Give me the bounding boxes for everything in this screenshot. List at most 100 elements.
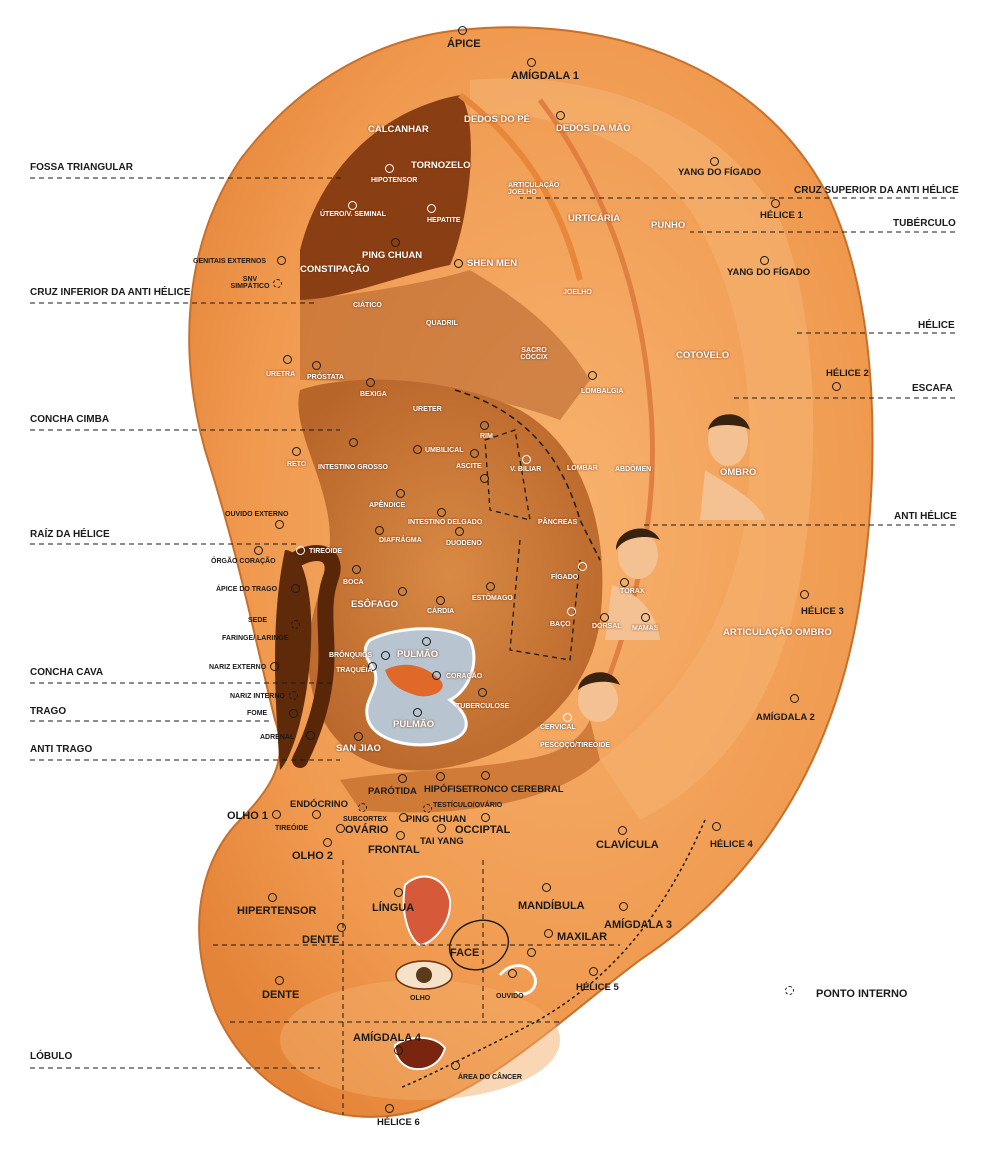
label-coracao: CORAÇÃO	[446, 673, 483, 680]
label-amigdala-1: AMÍGDALA 1	[511, 70, 580, 82]
point-tuberculose	[478, 688, 487, 697]
label-helice-5: HÉLICE 5	[576, 982, 619, 993]
point-umbilical	[413, 445, 422, 454]
label-duodeno: DUODENO	[446, 540, 482, 547]
point-esofago	[398, 587, 407, 596]
label-bexiga: BEXIGA	[360, 391, 387, 398]
point-yang-figado-1	[710, 157, 719, 166]
label-ascite: ASCITE	[456, 463, 482, 470]
point-estomago	[486, 582, 495, 591]
point-helice-1	[771, 199, 780, 208]
point-cervical	[563, 713, 572, 722]
label-amigdala-4: AMÍGDALA 4	[353, 1032, 422, 1044]
label-tuberculose: TUBERCULOSE	[456, 703, 510, 710]
point-figado	[578, 562, 587, 571]
point-coracao	[432, 671, 441, 680]
label-punho: PUNHO	[651, 220, 686, 231]
point-apendice	[396, 489, 405, 498]
label-lombar: LOMBAR	[567, 465, 598, 472]
label-estomago: ESTÔMAGO	[472, 595, 513, 602]
point-amigdala-3	[619, 902, 628, 911]
zone-escafa: ESCAFA	[912, 383, 953, 394]
label-amigdala-3: AMÍGDALA 3	[604, 919, 673, 931]
label-reto: RETO	[287, 461, 307, 468]
label-shen-men: SHEN MEN	[467, 258, 518, 269]
label-umbilical: UMBILICAL	[425, 447, 464, 454]
label-intestino-delgado: INTESTINO DELGADO	[408, 519, 483, 526]
point-maxilar	[544, 929, 553, 938]
label-yang-figado-1: YANG DO FÍGADO	[678, 167, 762, 178]
label-san-jiao: SAN JIAO	[336, 743, 381, 754]
point-helice-6	[385, 1104, 394, 1113]
label-ovario: OVÁRIO	[345, 824, 389, 836]
point-duodeno	[455, 527, 464, 536]
label-pulmao-1: PULMÃO	[397, 649, 439, 660]
point-dedos-mao	[556, 111, 565, 120]
label-sacro: SACRO CÓCCIX	[520, 347, 548, 361]
zone-cruz-inferior: CRUZ INFERIOR DA ANTI HÉLICE	[30, 287, 191, 298]
point-clavicula	[618, 826, 627, 835]
point-hipertensor	[268, 893, 277, 902]
label-olho-1: OLHO 1	[227, 810, 268, 822]
zone-anti-helice: ANTI HÉLICE	[894, 511, 957, 522]
label-hepatite: HEPATITE	[427, 217, 461, 224]
zone-lobulo: LÓBULO	[30, 1051, 73, 1062]
label-uretra: URETRA	[266, 371, 296, 378]
label-ping-chuan-1: PING CHUAN	[362, 250, 423, 261]
label-calcanhar: CALCANHAR	[368, 124, 429, 135]
point-amigdala-1	[527, 58, 536, 67]
label-lombalgia: LOMBALGIA	[581, 388, 624, 395]
label-utero: ÚTERO/V. SEMINAL	[320, 211, 386, 218]
point-yang-figado-2	[760, 256, 769, 265]
label-joelho: JOELHO	[563, 289, 592, 296]
label-helice-6: HÉLICE 6	[377, 1117, 420, 1128]
label-ciatico: CIÁTICO	[353, 302, 382, 309]
label-figado: FÍGADO	[551, 574, 579, 581]
label-frontal: FRONTAL	[368, 844, 420, 856]
label-tornozelo: TORNOZELO	[411, 160, 471, 171]
label-quadril: QUADRIL	[426, 320, 458, 327]
point-hipofise	[436, 772, 445, 781]
label-maxilar: MAXILAR	[557, 931, 608, 943]
label-hipofise: HIPÓFISE	[424, 784, 469, 795]
label-amigdala-2: AMÍGDALA 2	[756, 712, 815, 723]
point-face	[527, 948, 536, 957]
label-olho-2: OLHO 2	[292, 850, 333, 862]
point-helice-5	[589, 967, 598, 976]
point-boca	[352, 565, 361, 574]
point-v-biliar	[522, 455, 531, 464]
label-ombro: OMBRO	[720, 467, 757, 478]
point-adrenal	[306, 731, 315, 740]
point-ovario	[336, 824, 345, 833]
point-parotida	[398, 774, 407, 783]
point-apice-trago	[291, 584, 300, 593]
label-helice-4: HÉLICE 4	[710, 839, 753, 850]
point-frontal	[396, 831, 405, 840]
label-prostata: PRÓSTATA	[307, 374, 344, 381]
label-tireoide-2: TIREÓIDE	[275, 825, 309, 832]
point-testiculo	[423, 804, 432, 813]
label-face: FACE	[450, 947, 480, 959]
antitragus	[340, 720, 600, 813]
point-baco	[567, 607, 576, 616]
label-apice: ÁPICE	[447, 38, 481, 50]
label-v-biliar: V. BILIAR	[510, 466, 542, 473]
ear-small-illustration	[498, 964, 537, 996]
point-tronco-cerebral	[481, 771, 490, 780]
point-hepatite	[427, 204, 436, 213]
label-fome: FOME	[247, 710, 268, 717]
label-pancreas: PÂNCREAS	[538, 519, 578, 526]
point-lombalgia	[588, 371, 597, 380]
label-helice-2: HÉLICE 2	[826, 368, 869, 379]
label-constipacao: CONSTIPAÇÃO	[300, 264, 370, 275]
label-ouvido: OUVIDO	[496, 993, 524, 1000]
point-intestino-delgado	[437, 508, 446, 517]
point-hipotensor	[385, 164, 394, 173]
label-bronquios: BRÔNQUIOS	[329, 652, 373, 659]
label-boca: BOCA	[343, 579, 364, 586]
point-dente-1	[337, 923, 346, 932]
point-diafragma	[375, 526, 384, 535]
label-urticaria: URTICÁRIA	[568, 213, 621, 224]
label-sede: SEDE	[248, 617, 268, 624]
